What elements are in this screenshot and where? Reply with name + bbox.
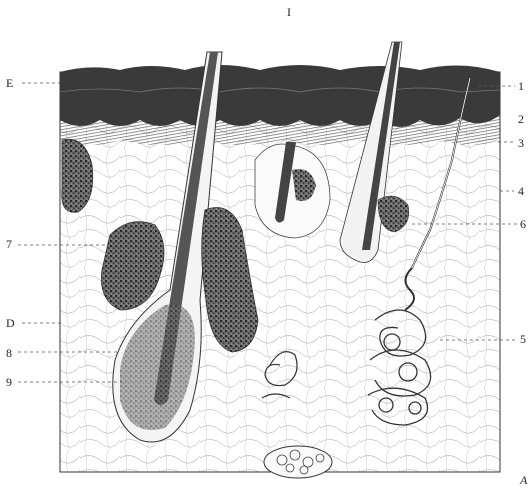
epidermis-layer <box>60 65 500 127</box>
